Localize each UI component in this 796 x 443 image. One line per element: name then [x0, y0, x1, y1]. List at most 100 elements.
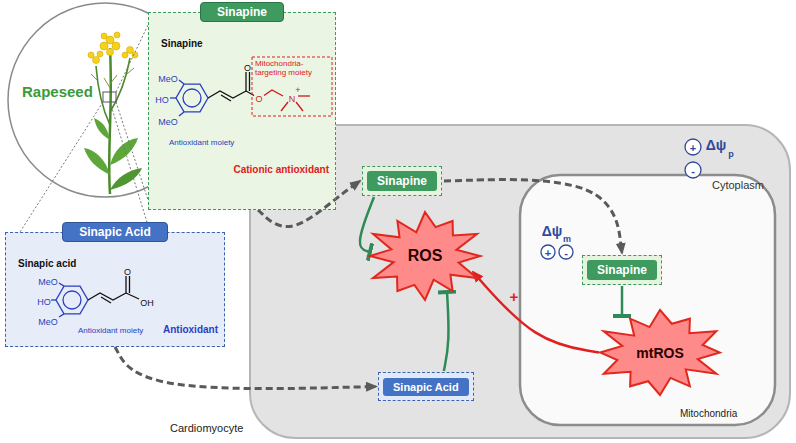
text-slot: O	[255, 88, 262, 106]
compound-title: Sinapine	[587, 260, 657, 280]
compound-box: Sinapine	[582, 255, 662, 285]
charge-sign: -	[564, 248, 568, 259]
text-slot: N	[289, 88, 296, 106]
atom-label: MeO	[158, 117, 178, 127]
compound-name: Sinapic acid	[18, 258, 76, 269]
property-note: Cationic antioxidant	[233, 164, 329, 175]
ros-label: ROS	[408, 247, 443, 265]
compound-header: Sinapic Acid	[62, 222, 168, 242]
region-name: Cytoplasm	[712, 179, 764, 191]
text-slot: Sinapine	[217, 5, 267, 19]
edge-label: +	[510, 288, 519, 305]
text-slot: O	[124, 261, 131, 279]
text-slot: Sinapic acid	[18, 253, 76, 271]
atom-label: O	[124, 267, 131, 277]
compound-title: Sinapine	[367, 171, 437, 191]
text-slot: ROS	[408, 247, 443, 265]
source-circle: Rapeseed	[8, 3, 202, 197]
compound-panel: Sinapic AcidSinapic acidAntioxidant moie…	[5, 232, 225, 347]
compound-panel: SinapineSinapineMitochondria-targeting m…	[148, 12, 336, 210]
ros-burst: mtROS	[595, 310, 725, 395]
ros-label: mtROS	[636, 345, 683, 361]
atom-label: MeO	[38, 317, 58, 327]
compound-box: Sinapic Acid	[378, 372, 474, 401]
text-slot: Sinapine	[367, 171, 437, 191]
text-slot: MeO	[38, 271, 58, 289]
text-slot: MeO	[38, 311, 58, 329]
atom-label: O	[244, 63, 251, 73]
text-slot: Cationic antioxidant	[233, 159, 329, 177]
text-slot: Antioxidant moiety	[169, 131, 234, 149]
text-slot: m	[563, 228, 571, 246]
cell-outline: SinapineROSSinapic AcidSinapinemtROSMito…	[250, 125, 790, 438]
atom-label: O	[255, 94, 262, 104]
text-slot: O	[244, 57, 251, 75]
text-slot: Sinapic Acid	[79, 225, 151, 239]
plant-name: Rapeseed	[22, 83, 93, 100]
compound-title: Sinapic Acid	[79, 225, 151, 239]
star-outline	[600, 310, 720, 395]
potential-subscript: m	[563, 234, 571, 244]
text-slot: -	[564, 243, 568, 261]
text-slot: MeO	[158, 111, 178, 129]
text-slot: +	[690, 138, 696, 156]
compound-title: Sinapic Acid	[383, 378, 469, 396]
text-slot: Sinapine	[587, 260, 657, 280]
text-slot: +	[295, 79, 300, 97]
arrow-connector	[115, 347, 376, 389]
text-slot: Δψ	[706, 136, 727, 154]
text-slot: p	[728, 143, 734, 161]
sinapine-structure	[170, 57, 332, 116]
panel-fill	[5, 232, 225, 347]
atom-label: HO	[37, 297, 51, 307]
ros-burst: ROS	[365, 212, 485, 300]
organelle-outline: Sinapine mtROS Mitochondria	[520, 175, 775, 425]
text-slot: Cardiomyocyte	[170, 418, 243, 436]
moiety-note: Antioxidant moiety	[169, 138, 234, 147]
text-slot: Antioxidant	[163, 319, 218, 337]
potential-subscript: p	[728, 149, 734, 159]
compound-box: Sinapine	[362, 166, 442, 196]
property-note: Antioxidant	[163, 324, 218, 335]
sinapic-acid-structure	[51, 276, 139, 317]
inhibition-connector	[444, 292, 449, 371]
organelle-name: Mitochondria	[680, 408, 737, 419]
arrow-connector	[473, 272, 599, 353]
text-slot: Mitochondria-targeting moiety	[255, 60, 331, 78]
atom-label: N	[289, 94, 296, 104]
text-slot: MeO	[158, 68, 178, 86]
text-slot: -	[691, 161, 695, 179]
text-slot: Cytoplasm	[712, 175, 764, 193]
text-slot: Sinapine	[161, 33, 203, 51]
potential-symbol: Δψ	[542, 223, 563, 239]
potential-signs	[541, 139, 701, 259]
compound-header: Sinapine	[200, 2, 284, 22]
panel-fill	[148, 12, 336, 210]
text-slot: +	[510, 288, 519, 306]
text-slot: Antioxidant moiety	[78, 319, 143, 337]
mitochondrion-shape	[520, 175, 775, 425]
charge-sign: +	[690, 143, 696, 154]
atom-label: MeO	[38, 277, 58, 287]
atom-label: MeO	[158, 74, 178, 84]
inhibition-connector	[360, 197, 374, 252]
moiety-note: Antioxidant moiety	[78, 326, 143, 335]
cell-type-name: Cardiomyocyte	[170, 422, 243, 434]
moiety-note: Mitochondria-targeting moiety	[255, 60, 331, 78]
compound-name: Sinapine	[161, 38, 203, 49]
atom-label: OH	[140, 298, 154, 308]
text-slot: mtROS	[636, 344, 683, 362]
text-slot: +	[545, 243, 551, 261]
charge-sign: +	[295, 85, 300, 95]
text-slot: OH	[140, 292, 154, 310]
charge-sign: +	[545, 248, 551, 259]
rapeseed-plant	[84, 32, 142, 194]
text-slot: Sinapic Acid	[383, 377, 469, 396]
charge-sign: -	[691, 166, 695, 177]
atom-label: HO	[155, 95, 169, 105]
inhibition-connector	[621, 286, 624, 316]
star-outline	[370, 212, 480, 300]
compound-title: Sinapine	[217, 5, 267, 19]
potential-symbol: Δψ	[706, 137, 727, 153]
